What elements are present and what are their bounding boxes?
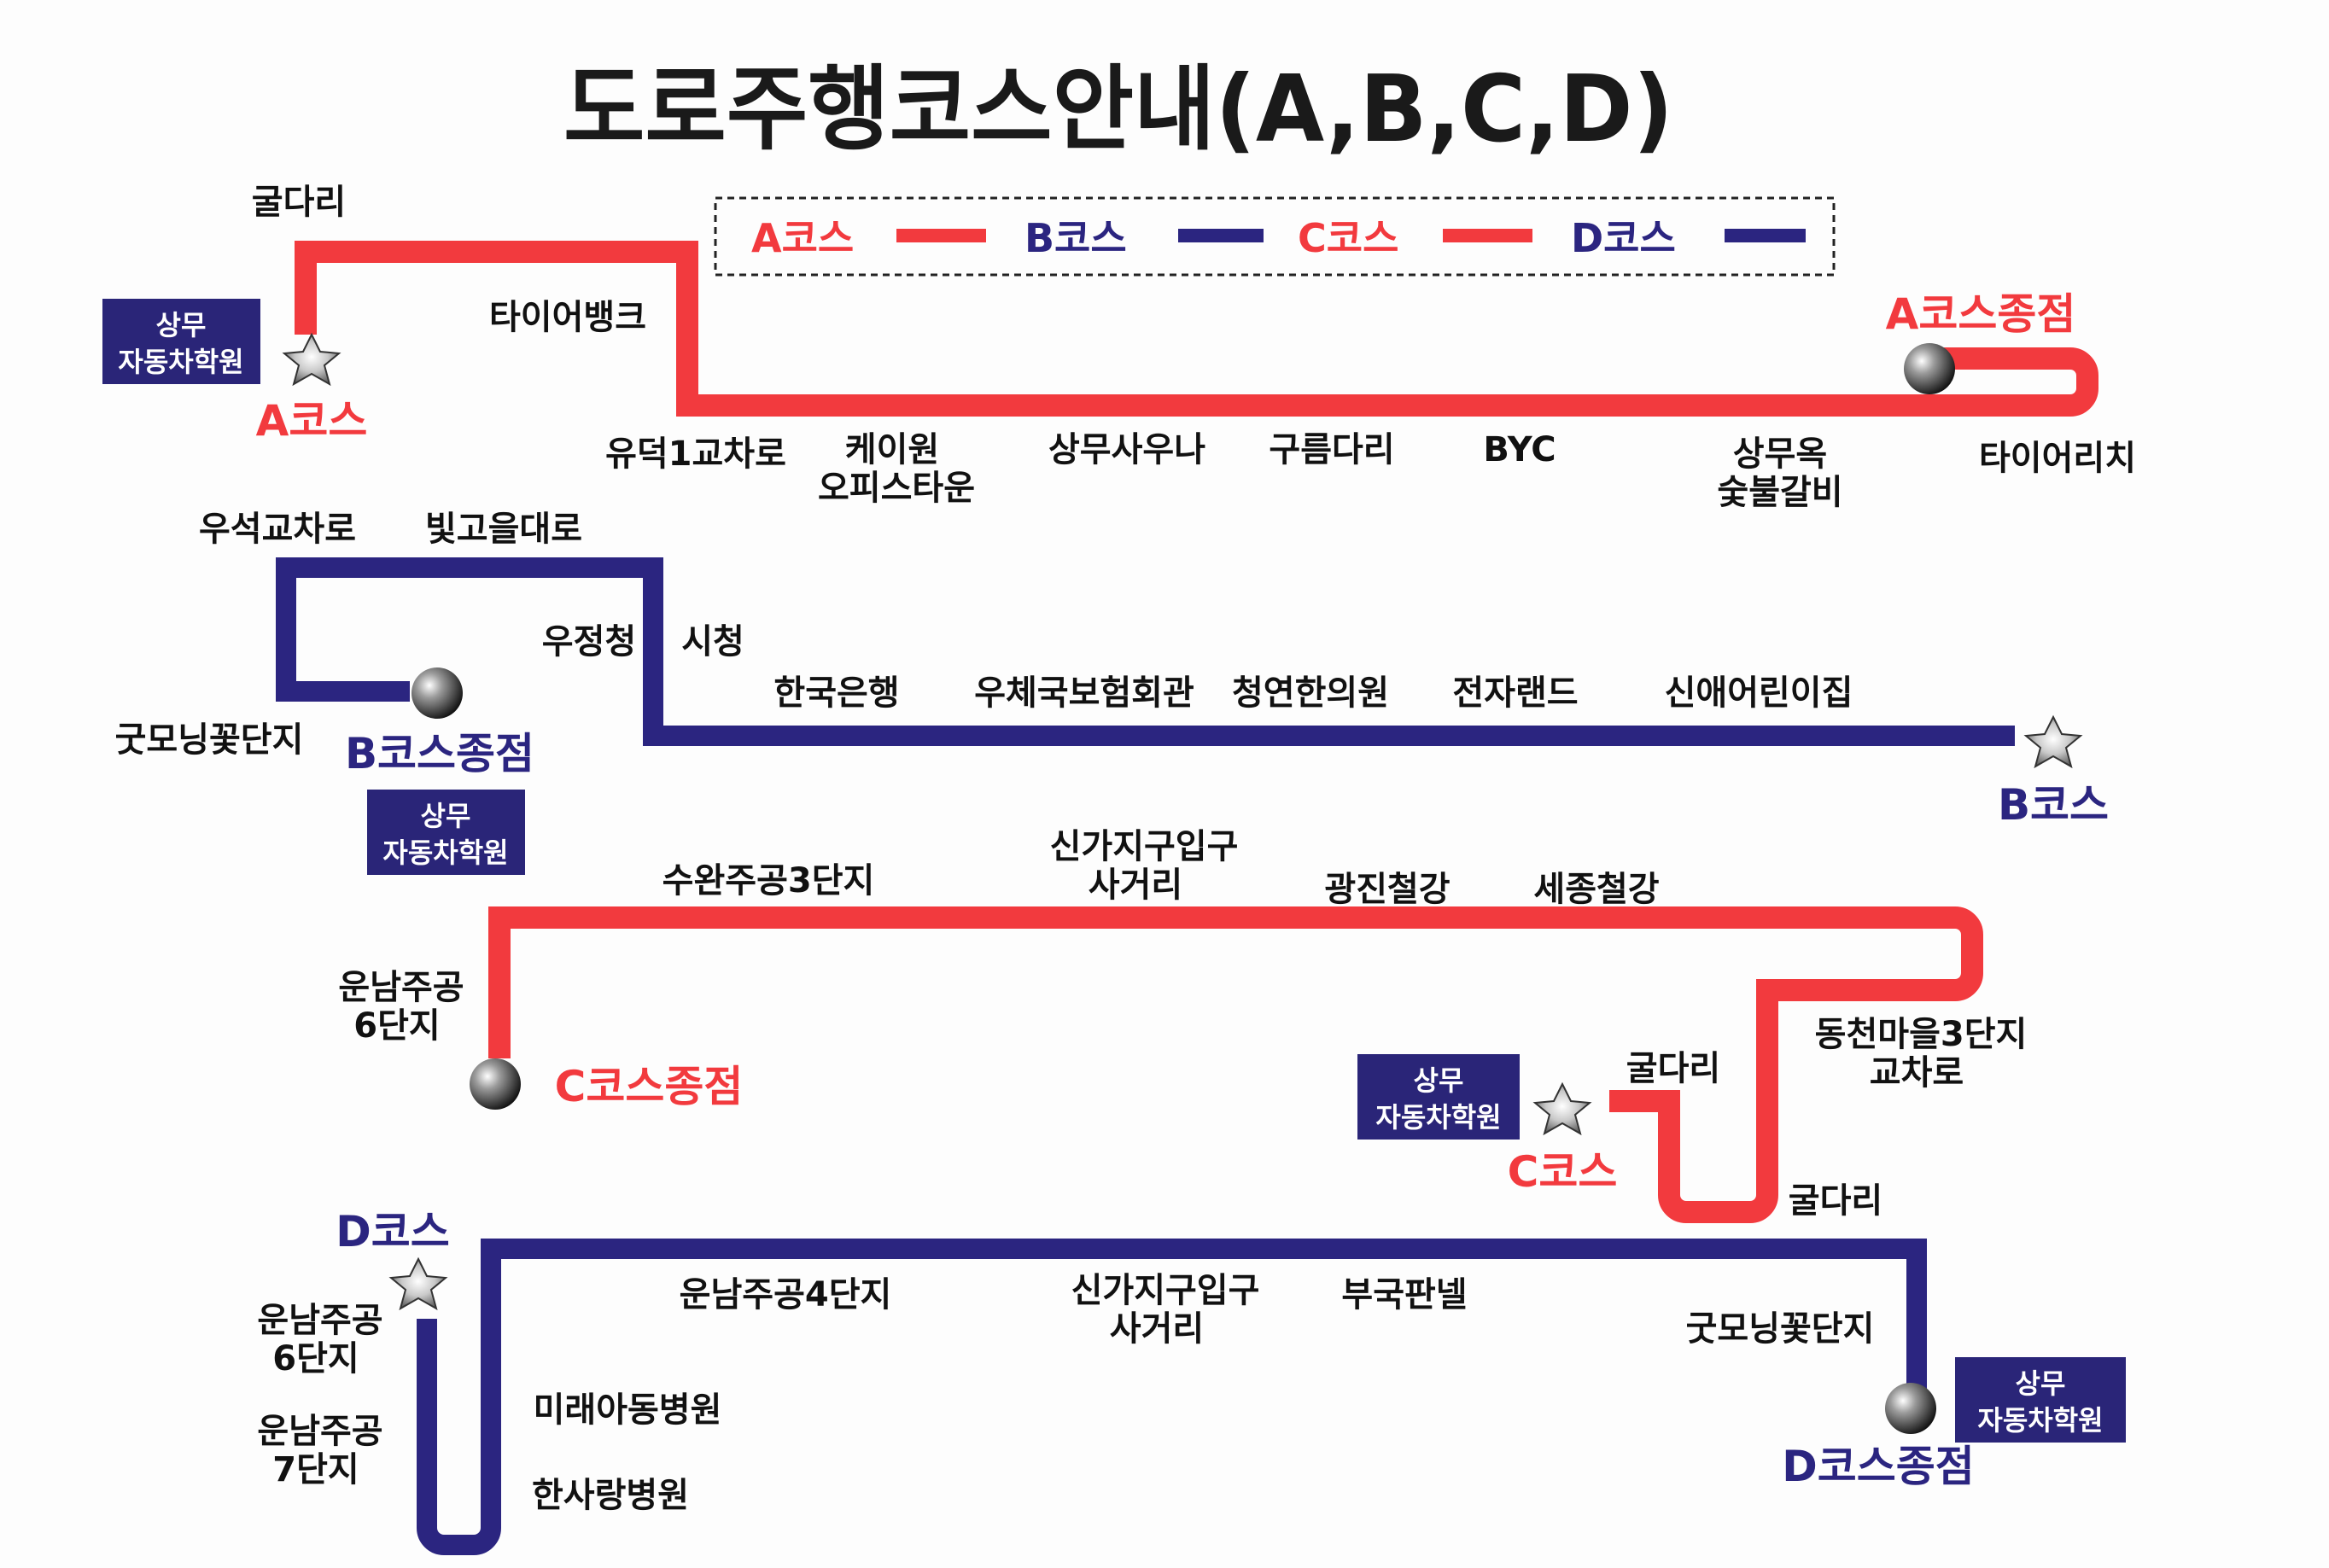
legend-a-swatch: [896, 229, 986, 242]
svg-text:상무: 상무: [1414, 1064, 1464, 1097]
stop-goodmorning: 굿모닝꽃단지: [1686, 1309, 1875, 1349]
stop-singaji-1: 신가지구입구: [1050, 827, 1239, 866]
stop-guldari: 굴다리: [252, 183, 346, 222]
course-b-end-label: B코스종점: [345, 729, 534, 778]
stop-bitgoeul: 빛고을대로: [425, 510, 582, 549]
legend-d-label: D코스: [1571, 215, 1676, 261]
stop-sicheong: 시청: [681, 622, 744, 662]
svg-text:상무: 상무: [421, 800, 471, 832]
stop-unnam7-1: 운남주공: [257, 1412, 382, 1451]
stop-gureum: 구름다리: [1269, 430, 1394, 469]
stop-sejong: 세종철강: [1533, 870, 1659, 909]
legend-b-swatch: [1178, 229, 1264, 242]
endpoint-ball-icon: [1885, 1383, 1936, 1434]
course-d-end-label: D코스종점: [1782, 1442, 1975, 1491]
stop-unnam6-1: 운남주공: [338, 968, 464, 1007]
course-a-end-label: A코스종점: [1886, 289, 2076, 339]
stop-ujeong: 우정청: [542, 622, 636, 662]
stop-gwangjin: 광진철강: [1324, 870, 1450, 909]
svg-text:자동차학원: 자동차학원: [1977, 1404, 2103, 1437]
course-c: 수완주공3단지 신가지구입구 사거리 광진철강 세종철강 운남주공 6단지 동천…: [338, 827, 2028, 1223]
stop-useok: 우석교차로: [199, 510, 356, 549]
stop-singaji-2: 사거리: [1089, 866, 1182, 905]
stop-sinae: 신애어린이집: [1665, 673, 1853, 713]
endpoint-ball-icon: [412, 667, 463, 719]
course-b-route: [276, 557, 2015, 746]
course-a: 굴다리 타이어뱅크 유덕1교차로 케이원 오피스타운 상무사우나 구름다리 BY…: [102, 183, 2136, 512]
stop-insurance: 우체국보험회관: [974, 673, 1194, 713]
stop-cheongyeon: 청연한의원: [1232, 673, 1389, 713]
stop-bok: 한국은행: [773, 673, 899, 713]
school-box: 상무 자동차학원: [102, 299, 260, 384]
school-box: 상무 자동차학원: [367, 790, 525, 875]
course-a-start-label: A코스: [256, 396, 368, 446]
svg-text:자동차학원: 자동차학원: [382, 836, 508, 869]
stop-guldari-top: 굴다리: [1626, 1049, 1720, 1088]
course-d-route: [417, 1239, 1927, 1555]
stop-guldari-bottom: 굴다리: [1789, 1181, 1882, 1221]
legend-d-swatch: [1725, 229, 1806, 242]
legend-c-label: C코스: [1298, 215, 1398, 261]
stop-jeonja: 전자랜드: [1452, 673, 1578, 713]
stop-yudeok: 유덕1교차로: [605, 434, 786, 474]
stop-kwon-1: 케이원: [845, 430, 939, 469]
stop-suwan: 수완주공3단지: [663, 861, 875, 901]
course-d: 운남주공4단지 신가지구입구 사거리 부국판넬 굿모닝꽃단지 운남주공 6단지 …: [257, 1207, 2126, 1555]
stop-singaji-2: 사거리: [1110, 1309, 1204, 1349]
stop-kwon-2: 오피스타운: [818, 469, 975, 508]
stop-unnam6-2: 6단지: [353, 1006, 440, 1046]
endpoint-ball-icon: [470, 1058, 521, 1110]
course-d-start-label: D코스: [336, 1207, 450, 1256]
stop-singaji-1: 신가지구입구: [1071, 1271, 1260, 1310]
stop-dongcheon-1: 동천마을3단지: [1815, 1015, 2028, 1054]
svg-text:상무: 상무: [156, 309, 207, 341]
legend-b-label: B코스: [1024, 215, 1127, 261]
stop-mirae: 미래아동병원: [534, 1390, 722, 1430]
stop-tirerich: 타이어리치: [1979, 439, 2136, 478]
stop-sauna: 상무사우나: [1048, 430, 1205, 469]
stop-unnam6-2: 6단지: [272, 1339, 359, 1379]
legend: A코스 B코스 C코스 D코스: [714, 196, 1836, 277]
svg-text:자동차학원: 자동차학원: [1375, 1101, 1501, 1134]
course-b: 우석교차로 빛고을대로 우정청 시청 굿모닝꽃단지 한국은행 우체국보험회관 청…: [115, 510, 2109, 875]
svg-text:상무: 상무: [2016, 1367, 2066, 1400]
legend-c-swatch: [1443, 229, 1532, 242]
star-icon: [2023, 714, 2083, 769]
svg-text:자동차학원: 자동차학원: [118, 346, 243, 378]
stop-unnam4: 운남주공4단지: [680, 1275, 892, 1314]
stop-sangmuok-2: 숯불갈비: [1717, 473, 1842, 512]
stop-unnam6-1: 운남주공: [257, 1301, 382, 1340]
legend-a-label: A코스: [751, 215, 854, 261]
course-c-start-label: C코스: [1508, 1147, 1618, 1197]
star-icon: [282, 332, 341, 387]
endpoint-ball-icon: [1904, 343, 1955, 394]
stop-hansarang: 한사랑병원: [532, 1476, 689, 1515]
course-b-start-label: B코스: [1998, 780, 2109, 830]
star-icon: [388, 1256, 448, 1311]
school-box: 상무 자동차학원: [1955, 1357, 2126, 1443]
stop-unnam7-2: 7단지: [272, 1450, 359, 1489]
page-title: 도로주행코스안내(A,B,C,D): [563, 56, 1673, 163]
stop-bukuk: 부국판넬: [1341, 1275, 1467, 1314]
course-c-end-label: C코스종점: [555, 1062, 744, 1111]
course-a-route: [295, 241, 2098, 417]
stop-tirebank: 타이어뱅크: [489, 298, 646, 337]
course-c-route: [488, 906, 1983, 1223]
school-box: 상무 자동차학원: [1357, 1054, 1520, 1140]
stop-goodmorning: 굿모닝꽃단지: [115, 720, 304, 760]
stop-byc: BYC: [1483, 430, 1556, 469]
star-icon: [1532, 1081, 1592, 1136]
stop-sangmuok-1: 상무옥: [1733, 434, 1827, 474]
stop-dongcheon-2: 교차로: [1870, 1053, 1964, 1093]
